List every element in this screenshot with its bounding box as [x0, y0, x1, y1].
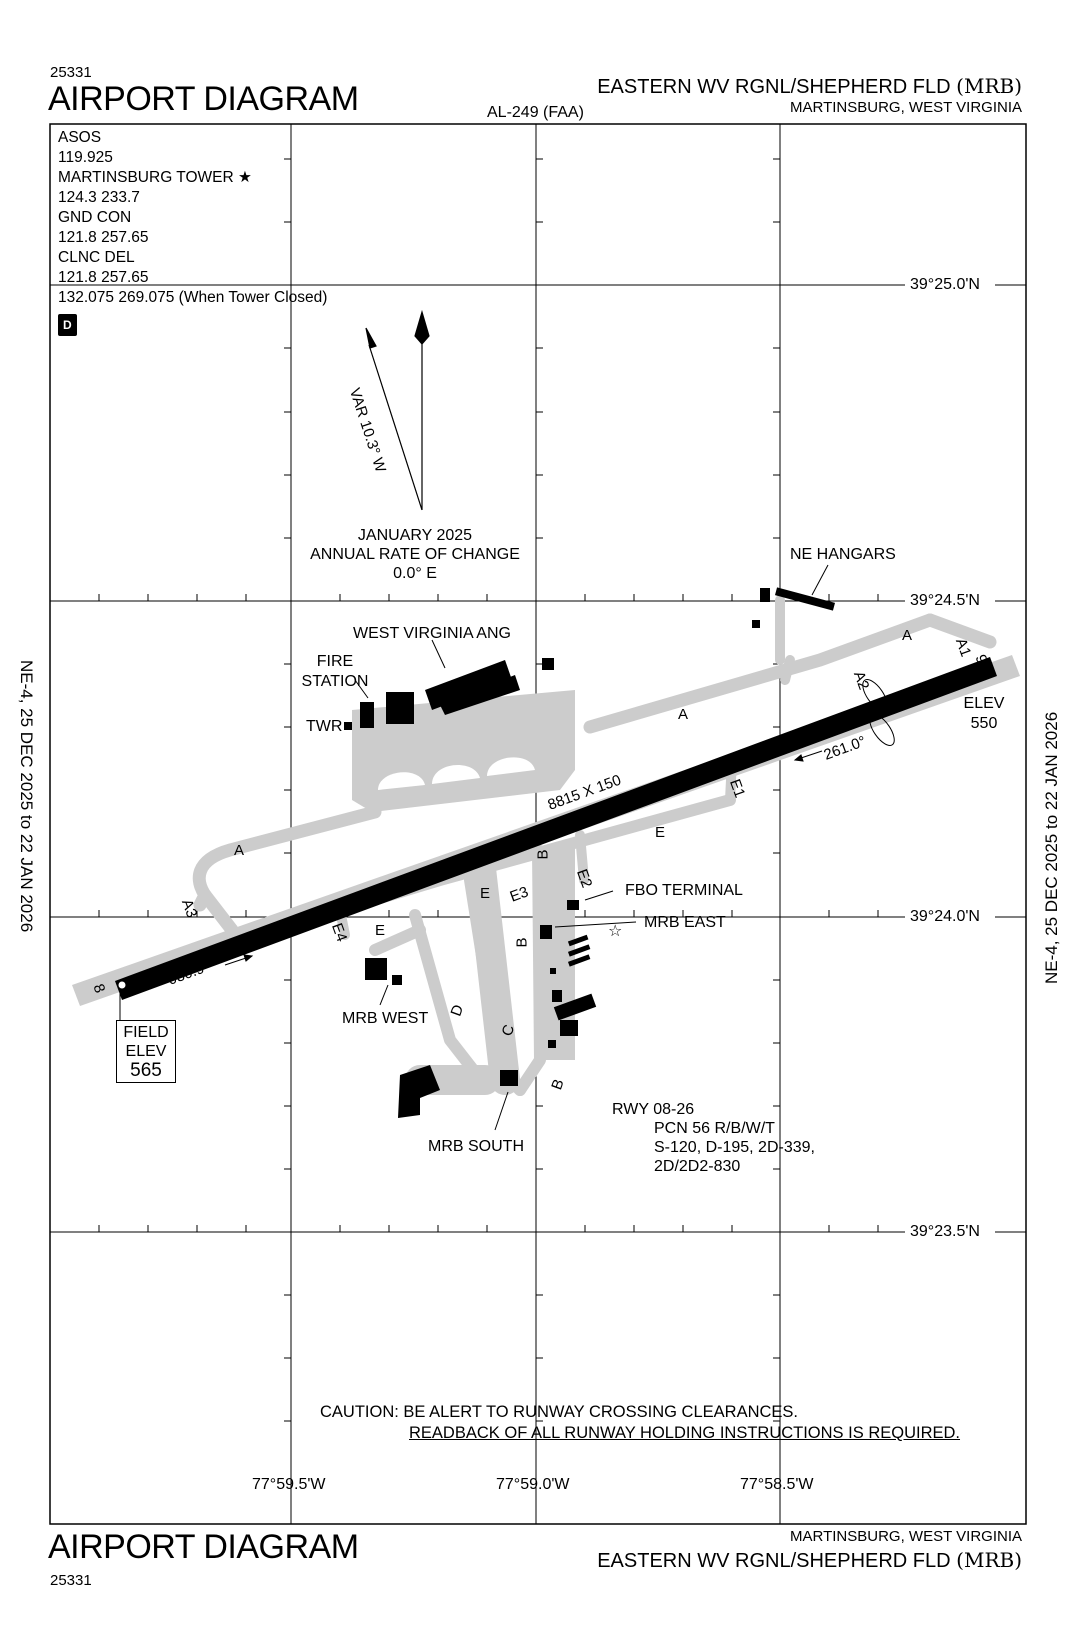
rate-value: 0.0° E — [393, 565, 437, 582]
comm-line: 119.925 — [58, 149, 113, 166]
comm-line: CLNC DEL — [58, 249, 135, 266]
tower-building — [344, 722, 352, 730]
chart-number-bottom: 25331 — [50, 1572, 92, 1589]
ang-hangar-1 — [425, 660, 512, 710]
comms-block: ASOS 119.925 MARTINSBURG TOWER ★ 124.3 2… — [58, 128, 327, 336]
lat-label-3: 39°24.0'N — [910, 908, 980, 925]
pavement-line-4: 2D/2D2-830 — [654, 1158, 741, 1175]
pavement-line-1: RWY 08-26 — [612, 1101, 695, 1118]
caution-note: CAUTION: BE ALERT TO RUNWAY CROSSING CLE… — [320, 1402, 960, 1444]
airport-name-top: EASTERN WV RGNL/SHEPHERD FLD (MRB) — [597, 74, 1022, 99]
fbo-terminal — [567, 900, 579, 910]
comm-line: 124.3 233.7 — [58, 189, 140, 206]
heading-arrows — [224, 750, 823, 966]
lat-label-1: 39°25.0'N — [910, 276, 980, 293]
chart-number-top: 25331 — [50, 64, 92, 81]
mrb-east-building — [540, 925, 552, 939]
taxiway-label-a-ne: A — [902, 627, 913, 644]
taxiway-label-e-2: E — [480, 885, 491, 902]
effective-dates-left: NE-4, 25 DEC 2025 to 22 JAN 2026 — [17, 660, 36, 933]
comm-line: 121.8 257.65 — [58, 229, 149, 246]
mrb-south-building — [398, 1065, 440, 1118]
field-elevation-box: FIELD ELEV 565 — [116, 1020, 176, 1083]
ne-hangar-3 — [752, 620, 760, 628]
ramp-cutouts — [378, 757, 535, 790]
label-mrb-west: MRB WEST — [342, 1010, 429, 1027]
runway-08-26 — [72, 655, 1020, 1006]
lon-label-3: 77°58.5'W — [740, 1476, 814, 1493]
effective-dates-right: NE-4, 25 DEC 2025 to 22 JAN 2026 — [1042, 711, 1061, 984]
label-fire-station: FIRE STATION — [295, 652, 375, 692]
runway-end-26: 26 — [973, 652, 995, 673]
taxiway-label-a: A — [678, 706, 689, 723]
taxiway-label-b: B — [534, 849, 552, 860]
north-arrow-true — [414, 309, 430, 510]
taxiway-label-b2: B — [513, 937, 531, 948]
comm-line: 132.075 269.075 (When Tower Closed) — [58, 289, 328, 306]
ang-small — [542, 658, 554, 670]
leader-lines — [119, 564, 829, 1131]
elev-value: 550 — [970, 715, 998, 732]
field-elev-value: 565 — [130, 1060, 162, 1081]
ne-hangar-2 — [774, 587, 836, 611]
airport-ident: (MRB) — [956, 1548, 1022, 1572]
lon-label-2: 77°59.0'W — [496, 1476, 570, 1493]
north-arrow-magnetic — [365, 327, 423, 511]
lon-label-1: 77°59.5'W — [252, 1476, 326, 1493]
rate-label: ANNUAL RATE OF CHANGE — [310, 546, 520, 563]
label-mrb-east: MRB EAST — [644, 914, 726, 931]
field-elev-line-1: FIELD — [123, 1024, 169, 1041]
chart-title-bottom: AIRPORT DIAGRAM — [48, 1528, 359, 1566]
map-frame — [49, 123, 1027, 1525]
label-west-virginia-ang: WEST VIRGINIA ANG — [353, 625, 511, 642]
taxiway-label-a-west: A — [234, 842, 245, 859]
pavement-strength-block: RWY 08-26 PCN 56 R/B/W/T S-120, D-195, 2… — [612, 1100, 815, 1176]
epoch: JANUARY 2025 — [357, 527, 473, 544]
airport-ident: (MRB) — [956, 74, 1022, 98]
fire-station-line-2: STATION — [301, 673, 369, 690]
airport-name: EASTERN WV RGNL/SHEPHERD FLD — [597, 1550, 951, 1572]
procedure-id: AL-249 (FAA) — [487, 104, 584, 121]
caution-line-1: CAUTION: BE ALERT TO RUNWAY CROSSING CLE… — [320, 1403, 799, 1421]
comm-line: MARTINSBURG TOWER ★ — [58, 169, 252, 186]
comm-line: ASOS — [58, 129, 102, 146]
chart-title-top: AIRPORT DIAGRAM — [48, 80, 359, 118]
fire-station — [360, 702, 374, 728]
caution-line-2: READBACK OF ALL RUNWAY HOLDING INSTRUCTI… — [409, 1424, 961, 1442]
city-state-top: MARTINSBURG, WEST VIRGINIA — [790, 99, 1022, 116]
airport-name-bottom: EASTERN WV RGNL/SHEPHERD FLD (MRB) — [597, 1548, 1022, 1573]
label-ne-hangars: NE HANGARS — [790, 546, 896, 563]
label-tower: TWR — [306, 718, 343, 735]
fire-station-hangar — [386, 692, 414, 724]
lat-label-4: 39°23.5'N — [910, 1223, 980, 1240]
taxiway-label-e: E — [655, 824, 666, 841]
runway-surface — [115, 657, 997, 1000]
d-badge: D — [58, 314, 77, 336]
pavement-line-3: S-120, D-195, 2D-339, — [654, 1139, 815, 1156]
elev-label: ELEV — [963, 695, 1005, 712]
airport-name: EASTERN WV RGNL/SHEPHERD FLD — [597, 76, 951, 98]
taxiway-label-e-3: E — [375, 922, 386, 939]
comm-line: GND CON — [58, 209, 132, 226]
city-state-bottom: MARTINSBURG, WEST VIRGINIA — [790, 1528, 1022, 1545]
ne-hangar-1 — [760, 588, 770, 602]
runway-26-elevation: ELEV 550 — [962, 694, 1006, 734]
comm-line: 121.8 257.65 — [58, 269, 149, 286]
hot-spot-symbol — [862, 679, 895, 746]
fire-station-line-1: FIRE — [316, 653, 354, 670]
magnetic-epoch-block: JANUARY 2025 ANNUAL RATE OF CHANGE 0.0° … — [300, 526, 530, 583]
pavement-line-2: PCN 56 R/B/W/T — [654, 1120, 775, 1137]
label-fbo-terminal: FBO TERMINAL — [625, 882, 743, 899]
label-mrb-south: MRB SOUTH — [428, 1138, 524, 1155]
buildings — [344, 587, 836, 1118]
field-elev-line-2: ELEV — [125, 1043, 167, 1060]
mrb-west-building — [365, 958, 387, 980]
rotating-beacon-icon: ☆ — [608, 923, 622, 940]
ang-hangar-2 — [440, 675, 520, 715]
lat-label-2: 39°24.5'N — [910, 592, 980, 609]
